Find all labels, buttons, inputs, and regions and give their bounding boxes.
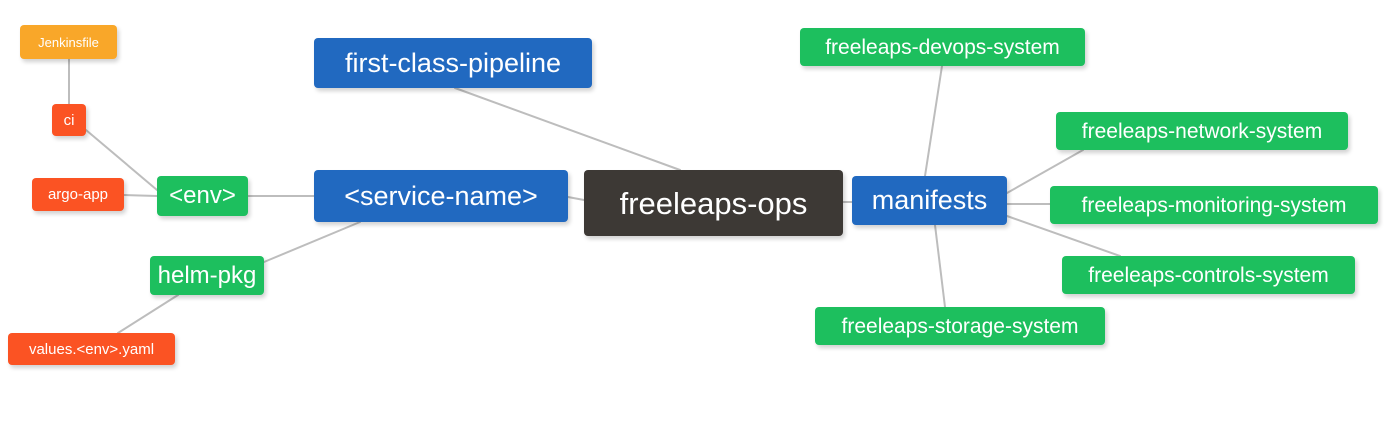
node-env[interactable]: <env>: [157, 176, 248, 216]
node-storage[interactable]: freeleaps-storage-system: [815, 307, 1105, 345]
node-devops[interactable]: freeleaps-devops-system: [800, 28, 1085, 66]
edge-values-yaml-to-helm-pkg: [117, 294, 179, 334]
node-monitoring[interactable]: freeleaps-monitoring-system: [1050, 186, 1378, 224]
node-helm-pkg[interactable]: helm-pkg: [150, 256, 264, 295]
node-manifests[interactable]: manifests: [852, 176, 1007, 225]
edge-first-class-to-freeleaps-ops: [454, 87, 681, 171]
edge-argo-app-to-env: [123, 194, 158, 197]
node-controls[interactable]: freeleaps-controls-system: [1062, 256, 1355, 294]
node-service-name[interactable]: <service-name>: [314, 170, 568, 222]
node-first-class[interactable]: first-class-pipeline: [314, 38, 592, 88]
edge-helm-pkg-to-service-name: [263, 221, 361, 263]
edge-manifests-to-storage: [934, 224, 946, 308]
node-network[interactable]: freeleaps-network-system: [1056, 112, 1348, 150]
node-argo-app[interactable]: argo-app: [32, 178, 124, 211]
node-ci[interactable]: ci: [52, 104, 86, 136]
edge-service-name-to-freeleaps-ops: [567, 196, 585, 201]
node-jenkinsfile[interactable]: Jenkinsfile: [20, 25, 117, 59]
node-values-yaml[interactable]: values.<env>.yaml: [8, 333, 175, 365]
edge-manifests-to-devops: [924, 65, 943, 177]
node-freeleaps-ops[interactable]: freeleaps-ops: [584, 170, 843, 236]
